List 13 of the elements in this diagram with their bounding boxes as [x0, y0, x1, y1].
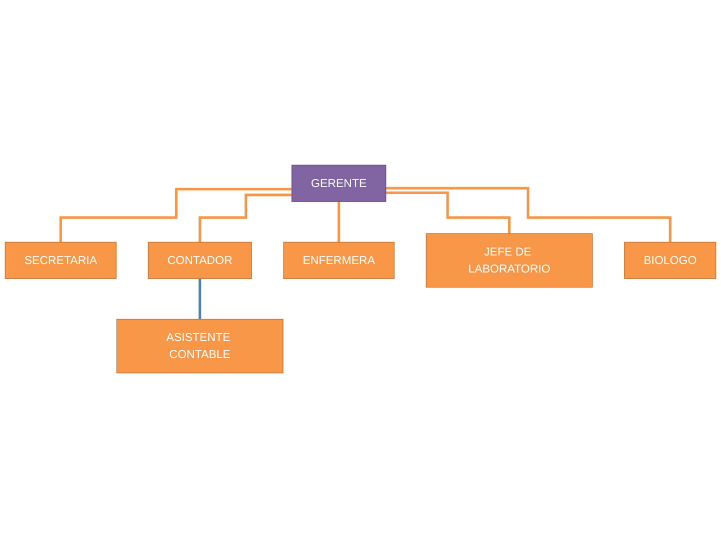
connector [198, 194, 292, 244]
node-box: GERENTE [292, 164, 386, 202]
connector [386, 186, 672, 244]
node-box: JEFE DE LABORATORIO [426, 233, 593, 288]
connector [59, 188, 292, 244]
node-box: SECRETARIA [4, 242, 117, 279]
connector [386, 191, 511, 235]
connector [338, 200, 340, 244]
node-box: CONTADOR [148, 242, 252, 279]
node-box: BIOLOGO [624, 242, 716, 279]
node-box: ASISTENTE CONTABLE [116, 318, 284, 374]
connector [198, 277, 202, 320]
node-box: ENFERMERA [283, 242, 394, 279]
